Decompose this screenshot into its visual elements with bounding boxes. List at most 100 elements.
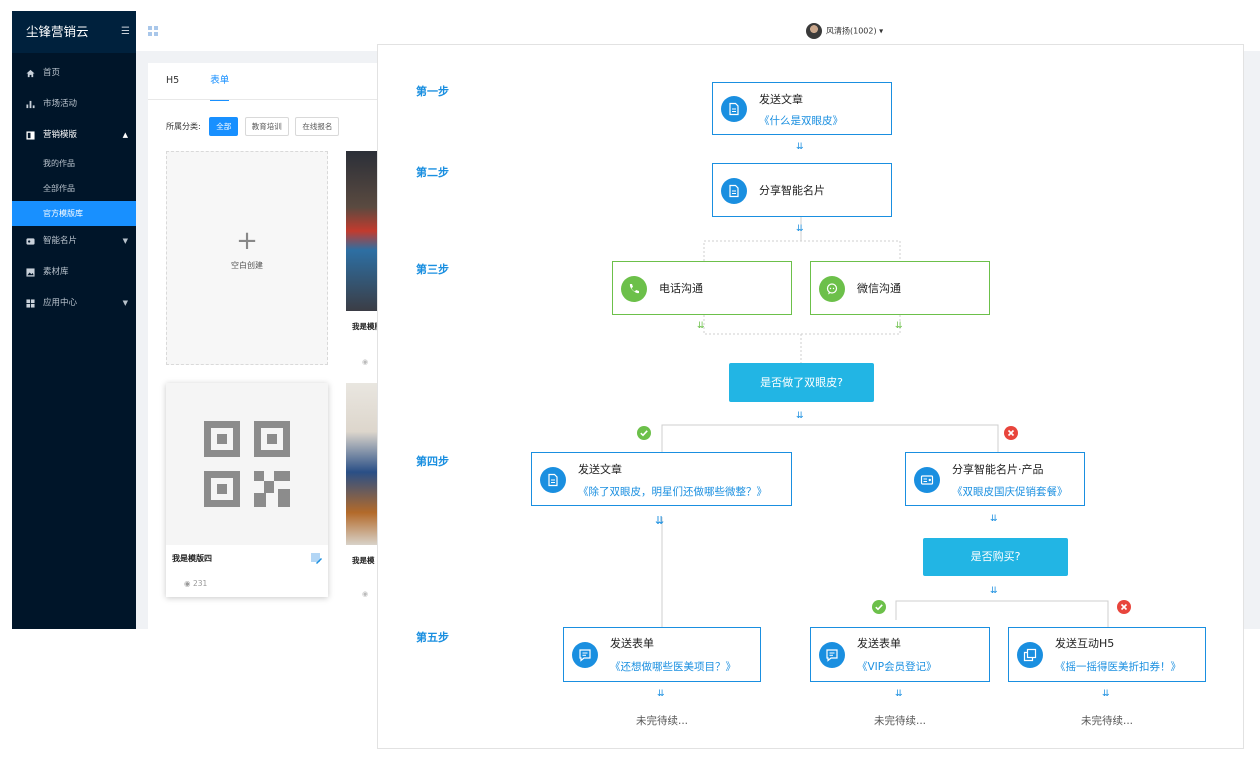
pending-label: 未完待续... [1080, 715, 1133, 727]
pending-label: 未完待续... [635, 715, 688, 727]
user-menu[interactable]: 风清扬(1002) ▾ [806, 23, 883, 40]
grid-icon[interactable] [148, 26, 158, 36]
blank-create-card[interactable]: + 空白创建 [166, 151, 328, 365]
view-count-value: 231 [192, 579, 208, 588]
phone-icon [621, 276, 647, 302]
arrow-down-icon: ⇊ [895, 689, 903, 699]
nav-item-official-templates[interactable]: 官方模版库 [12, 201, 136, 226]
blank-create-label: 空白创建 [231, 261, 263, 270]
eye-icon: ◉ [184, 579, 193, 588]
nav-label: 营销模版 [43, 130, 78, 140]
nav-label: 首页 [43, 68, 61, 78]
node-wechat[interactable]: 微信沟通 [810, 261, 990, 315]
copy-icon [1017, 642, 1043, 668]
tab-h5[interactable]: H5 [166, 75, 180, 86]
plus-icon: + [236, 226, 258, 256]
close-circle-icon [1117, 600, 1131, 614]
brand-name: 尘锋营销云 [26, 24, 89, 39]
tab-bar: H5 表单 [166, 63, 255, 101]
nav-item-app-center[interactable]: 应用中心 ▼ [12, 288, 136, 319]
node-title: 发送文章 [759, 93, 803, 106]
form-icon [819, 642, 845, 668]
edit-icon[interactable] [311, 553, 322, 564]
template-name: 我是模 [352, 556, 375, 565]
node-title: 分享智能名片 [759, 184, 825, 197]
pending-label: 未完待续... [873, 715, 926, 727]
chip-signup[interactable]: 在线报名 [295, 117, 340, 136]
qr-code-image [166, 383, 328, 545]
node-send-article-2[interactable]: 发送文章 《除了双眼皮，明星们还做哪些微整？》 [531, 452, 792, 506]
arrow-down-icon: ⇊ [1102, 689, 1110, 699]
nav-item-all-works[interactable]: 全部作品 [12, 176, 136, 201]
node-subtitle: 《VIP会员登记》 [857, 661, 937, 673]
nav-item-templates[interactable]: 营销模版 ▲ [12, 120, 136, 151]
brand-logo: 尘锋营销云 ☰ [12, 11, 136, 53]
decision-double-eyelid[interactable]: 是否做了双眼皮? [729, 363, 874, 402]
nav-label: 官方模版库 [43, 209, 83, 218]
template-name: 我是模版 [352, 322, 382, 331]
eye-icon: ◉ [362, 590, 369, 598]
chat-bubble-icon [819, 276, 845, 302]
nav-item-market[interactable]: 市场活动 [12, 89, 136, 120]
node-subtitle: 《除了双眼皮，明星们还做哪些微整？》 [578, 486, 767, 498]
arrow-down-icon: ⇊ [990, 586, 998, 596]
caret-down-icon: ▼ [122, 237, 128, 245]
nav-label: 全部作品 [43, 184, 75, 193]
bar-chart-icon [26, 100, 35, 109]
arrow-down-icon: ⇊ [990, 514, 998, 524]
template-card[interactable]: 我是模版四 ◉ 231 [166, 383, 328, 597]
arrow-down-icon: ⇊ [655, 514, 665, 527]
arrow-down-icon: ⇊ [657, 689, 665, 699]
filter-label: 所属分类: [166, 122, 201, 131]
nav-label: 我的作品 [43, 159, 75, 168]
node-title: 微信沟通 [857, 282, 901, 295]
arrow-down-icon: ⇊ [895, 321, 903, 331]
template-name: 我是模版四 [172, 554, 212, 563]
step-label-4: 第四步 [416, 455, 449, 468]
arrow-down-icon: ⇊ [796, 224, 804, 234]
nav-item-smart-card[interactable]: 智能名片 ▼ [12, 226, 136, 257]
document-icon [721, 178, 747, 204]
node-phone-call[interactable]: 电话沟通 [612, 261, 792, 315]
image-icon [26, 268, 35, 277]
chip-education[interactable]: 教育培训 [244, 117, 289, 136]
home-icon [26, 69, 35, 78]
nav-item-home[interactable]: 首页 [12, 58, 136, 89]
node-send-form-1[interactable]: 发送表单 《还想做哪些医美项目？》 [563, 627, 761, 682]
node-share-card[interactable]: 分享智能名片 [712, 163, 892, 217]
node-title: 发送表单 [610, 637, 654, 650]
arrow-down-icon: ⇊ [697, 321, 705, 331]
avatar [806, 23, 822, 39]
check-circle-icon [872, 600, 886, 614]
tab-divider [148, 99, 388, 100]
node-title: 电话沟通 [659, 282, 703, 295]
node-title: 发送互动H5 [1055, 637, 1115, 650]
arrow-down-icon: ⇊ [796, 411, 804, 421]
node-title: 发送文章 [578, 463, 622, 476]
caret-down-icon: ▾ [879, 26, 884, 36]
nav-label: 素材库 [43, 267, 69, 277]
marketing-flowchart: 第一步 第二步 第三步 第四步 第五步 发送文章 《什么是双眼皮》 ⇊ 分享智能… [377, 44, 1244, 749]
node-send-form-2[interactable]: 发送表单 《VIP会员登记》 [810, 627, 990, 682]
template-gallery: H5 表单 所属分类: 全部 教育培训 在线报名 + 空白创建 我是模版 ◉ [148, 63, 388, 629]
tab-form[interactable]: 表单 [210, 63, 230, 101]
step-label-3: 第三步 [416, 263, 449, 276]
menu-fold-icon[interactable]: ☰ [121, 26, 130, 37]
form-icon [572, 642, 598, 668]
eye-icon: ◉ [362, 358, 369, 366]
nav-item-my-works[interactable]: 我的作品 [12, 151, 136, 176]
card-icon [26, 238, 35, 245]
category-filter: 所属分类: 全部 教育培训 在线报名 [166, 117, 343, 136]
arrow-down-icon: ⇊ [796, 142, 804, 152]
node-send-h5[interactable]: 发送互动H5 《摇一摇得医美折扣券！》 [1008, 627, 1206, 682]
apps-icon [26, 299, 35, 308]
step-label-1: 第一步 [416, 85, 449, 98]
node-title: 分享智能名片·产品 [952, 463, 1044, 476]
node-subtitle: 《摇一摇得医美折扣券！》 [1055, 661, 1181, 673]
document-icon [721, 96, 747, 122]
decision-purchased[interactable]: 是否购买? [923, 538, 1068, 576]
chip-all[interactable]: 全部 [209, 117, 239, 136]
node-send-article[interactable]: 发送文章 《什么是双眼皮》 [712, 82, 892, 135]
nav-item-assets[interactable]: 素材库 [12, 257, 136, 288]
node-share-card-product[interactable]: 分享智能名片·产品 《双眼皮国庆促销套餐》 [905, 452, 1085, 506]
